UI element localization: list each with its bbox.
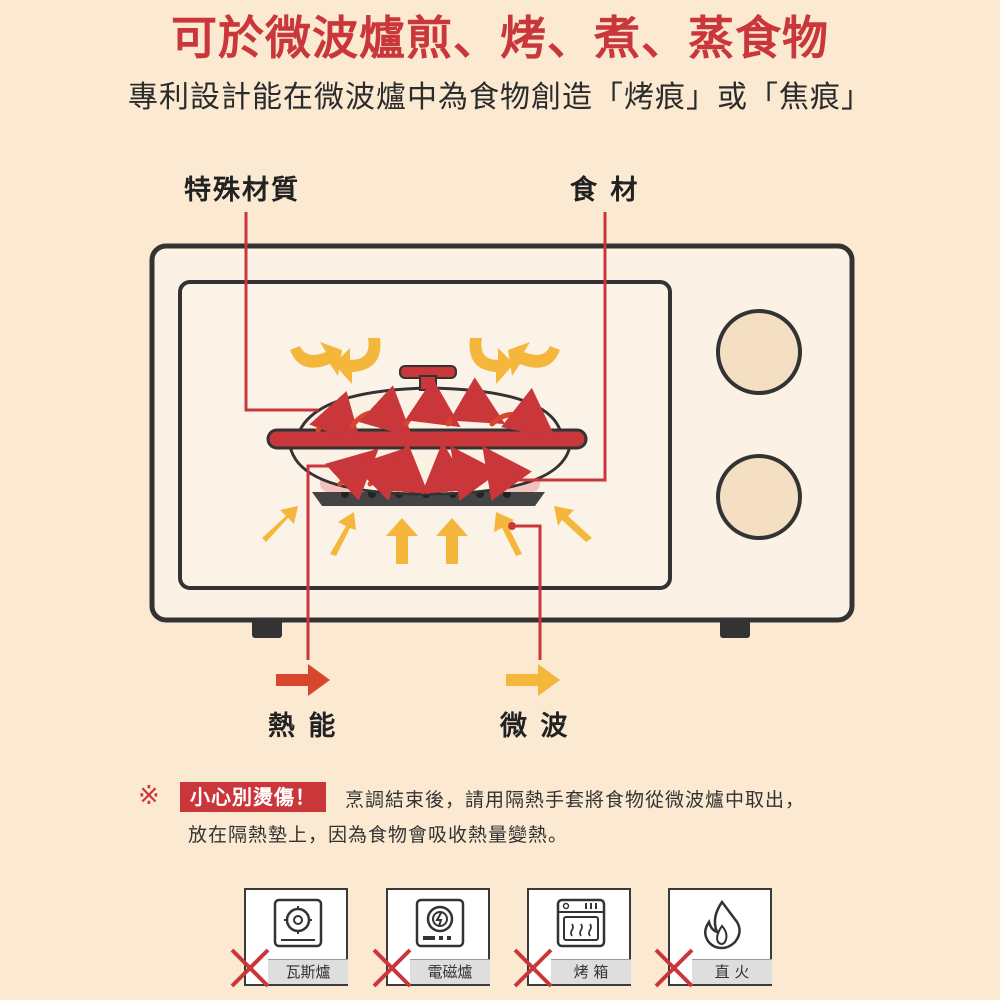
- label-material: 特殊材質: [184, 175, 300, 206]
- card-label: 瓦斯爐: [268, 959, 348, 984]
- card-induction: 電磁爐: [372, 888, 490, 988]
- microwave-arrows-bottom: [262, 506, 592, 564]
- warning-line-1: 烹調結束後，請用隔熱手套將食物從微波爐中取出，: [345, 789, 806, 811]
- page-title: 可於微波爐煎、烤、煮、蒸食物: [171, 11, 829, 65]
- card-label: 直 火: [692, 959, 772, 984]
- callout-heat: [306, 464, 340, 660]
- warning-badge: 小心別燙傷！: [180, 782, 326, 812]
- induction-cooker-icon: [415, 898, 465, 948]
- oven-knob-top[interactable]: [716, 309, 802, 395]
- card-oven: 烤 箱: [513, 888, 631, 988]
- cross-mark-icon: [654, 948, 694, 988]
- callout-food-dot: [508, 476, 516, 484]
- label-food: 食 材: [570, 175, 640, 206]
- page-subtitle: 專利設計能在微波爐中為食物創造「烤痕」或「焦痕」: [128, 80, 872, 115]
- cross-mark-icon: [372, 948, 412, 988]
- warning-line-2: 放在隔熱墊上，因為食物會吸收熱量變熱。: [188, 824, 569, 846]
- heat-swirl-arrows: [309, 377, 556, 445]
- open-flame-icon: [704, 899, 741, 950]
- lid-handle-stem: [419, 375, 437, 391]
- callout-microwave-dot: [508, 522, 516, 530]
- dish-rim: [266, 428, 588, 450]
- card-gas-stove: 瓦斯爐: [230, 888, 348, 988]
- cross-mark-icon: [513, 948, 553, 988]
- card-label: 電磁爐: [410, 959, 490, 984]
- microwave-arrows-top: [290, 338, 560, 384]
- heat-legend-arrow: [276, 664, 330, 696]
- gas-stove-icon: [273, 898, 323, 948]
- callout-microwave: [514, 524, 542, 660]
- oven-knob-bottom[interactable]: [716, 454, 802, 540]
- cross-mark-icon: [230, 948, 270, 988]
- label-heat: 熱 能: [268, 711, 338, 742]
- heat-rise-arrows: [324, 442, 532, 501]
- card-open-flame: 直 火: [654, 888, 772, 988]
- callout-material: [244, 212, 318, 412]
- warning-mark: ※: [138, 781, 160, 811]
- label-microwave: 微 波: [500, 711, 570, 742]
- card-label: 烤 箱: [551, 959, 631, 984]
- callout-lines: [244, 212, 607, 660]
- oven-icon: [556, 898, 606, 948]
- callout-food: [514, 212, 607, 482]
- microwave-legend-arrow: [506, 664, 560, 696]
